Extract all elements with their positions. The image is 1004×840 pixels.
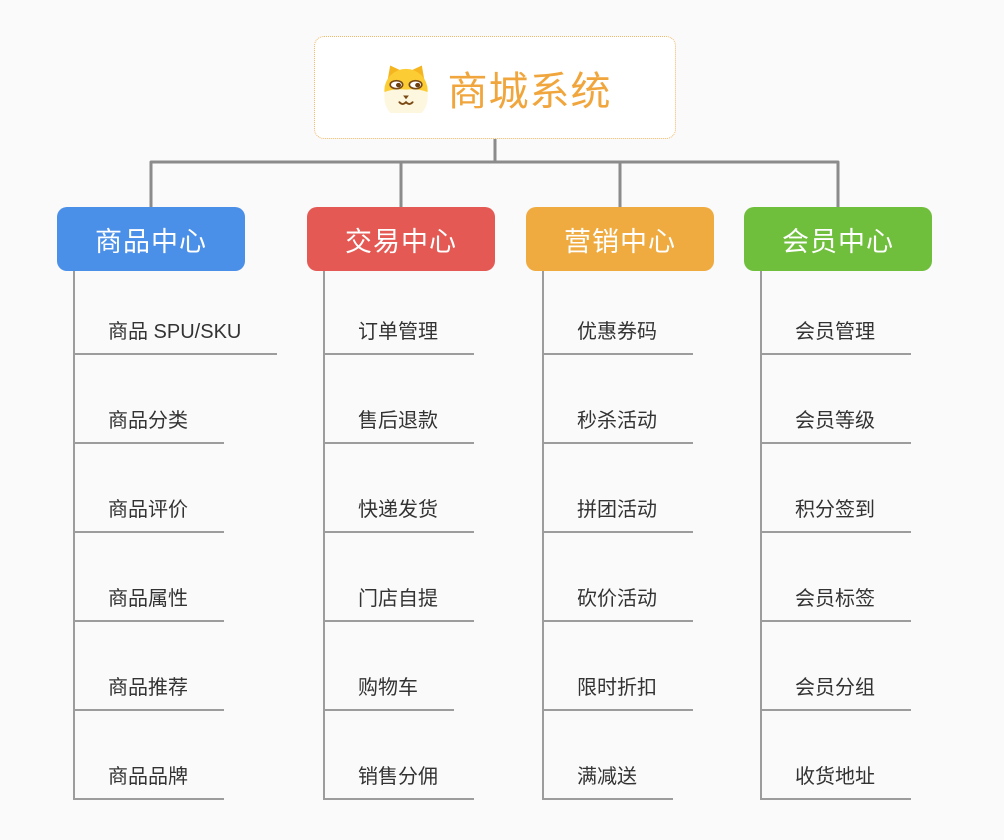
- child-node[interactable]: 限时折扣: [544, 622, 786, 711]
- child-node[interactable]: 商品属性: [75, 533, 317, 622]
- child-node-label: 销售分佣: [325, 760, 474, 800]
- child-node-label: 会员管理: [762, 315, 911, 355]
- root-title: 商城系统: [447, 69, 612, 114]
- child-node[interactable]: 购物车: [325, 622, 567, 711]
- child-node[interactable]: 会员等级: [762, 355, 1004, 444]
- child-node[interactable]: 会员分组: [762, 622, 1004, 711]
- branch-children: 商品 SPU/SKU 商品分类商品评价商品属性商品推荐商品品牌: [73, 271, 317, 800]
- child-node[interactable]: 快递发货: [325, 444, 567, 533]
- child-node-label: 商品属性: [75, 582, 224, 622]
- branch-1: 商品中心商品 SPU/SKU 商品分类商品评价商品属性商品推荐商品品牌: [57, 207, 317, 800]
- child-node[interactable]: 收货地址: [762, 711, 1004, 800]
- child-node[interactable]: 门店自提: [325, 533, 567, 622]
- child-node-label: 商品分类: [75, 404, 224, 444]
- child-node[interactable]: 商品品牌: [75, 711, 317, 800]
- branch-2: 交易中心订单管理售后退款快递发货门店自提购物车销售分佣: [307, 207, 567, 800]
- branch-3: 营销中心优惠券码秒杀活动拼团活动砍价活动限时折扣满减送: [526, 207, 786, 800]
- child-node[interactable]: 满减送: [544, 711, 786, 800]
- child-node-label: 会员标签: [762, 582, 911, 622]
- branch-children: 订单管理售后退款快递发货门店自提购物车销售分佣: [323, 271, 567, 800]
- child-node[interactable]: 会员标签: [762, 533, 1004, 622]
- branch-children: 优惠券码秒杀活动拼团活动砍价活动限时折扣满减送: [542, 271, 786, 800]
- branch-header[interactable]: 交易中心: [307, 207, 495, 271]
- child-node[interactable]: 商品推荐: [75, 622, 317, 711]
- child-node[interactable]: 砍价活动: [544, 533, 786, 622]
- child-node[interactable]: 优惠券码: [544, 271, 786, 355]
- child-node[interactable]: 商品 SPU/SKU: [75, 271, 317, 355]
- child-node[interactable]: 秒杀活动: [544, 355, 786, 444]
- child-node-label: 会员等级: [762, 404, 911, 444]
- branch-header[interactable]: 商品中心: [57, 207, 245, 271]
- root-node[interactable]: 商城系统: [314, 36, 676, 139]
- child-node-label: 商品 SPU/SKU: [75, 315, 278, 355]
- child-node[interactable]: 商品评价: [75, 444, 317, 533]
- branch-children: 会员管理会员等级积分签到会员标签会员分组收货地址: [760, 271, 1004, 800]
- child-node-label: 秒杀活动: [544, 404, 693, 444]
- child-node-label: 砍价活动: [544, 582, 693, 622]
- branch-4: 会员中心会员管理会员等级积分签到会员标签会员分组收货地址: [744, 207, 1004, 800]
- child-node[interactable]: 订单管理: [325, 271, 567, 355]
- child-node-label: 限时折扣: [544, 671, 693, 711]
- child-node-label: 门店自提: [325, 582, 474, 622]
- child-node[interactable]: 销售分佣: [325, 711, 567, 800]
- child-node[interactable]: 拼团活动: [544, 444, 786, 533]
- child-node[interactable]: 售后退款: [325, 355, 567, 444]
- child-node-label: 收货地址: [762, 760, 911, 800]
- child-node-label: 积分签到: [762, 493, 911, 533]
- child-node-label: 优惠券码: [544, 315, 693, 355]
- child-node-label: 快递发货: [325, 493, 474, 533]
- child-node-label: 满减送: [544, 760, 673, 800]
- child-node[interactable]: 积分签到: [762, 444, 1004, 533]
- child-node-label: 拼团活动: [544, 493, 693, 533]
- child-node-label: 购物车: [325, 671, 454, 711]
- child-node[interactable]: 会员管理: [762, 271, 1004, 355]
- child-node[interactable]: 商品分类: [75, 355, 317, 444]
- child-node-label: 商品评价: [75, 493, 224, 533]
- child-node-label: 会员分组: [762, 671, 911, 711]
- branch-header[interactable]: 会员中心: [744, 207, 932, 271]
- branch-header[interactable]: 营销中心: [526, 207, 714, 271]
- child-node-label: 商品品牌: [75, 760, 224, 800]
- shiba-dog-icon: [379, 63, 433, 113]
- child-node-label: 订单管理: [325, 315, 474, 355]
- child-node-label: 商品推荐: [75, 671, 224, 711]
- child-node-label: 售后退款: [325, 404, 474, 444]
